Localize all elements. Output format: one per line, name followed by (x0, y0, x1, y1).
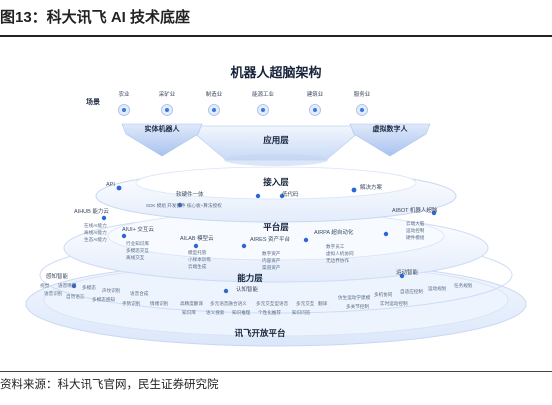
cognition-name: 认知智能 (236, 287, 259, 293)
application-layer-label: 应用层 (263, 135, 289, 145)
platform-aires-item: 渠道资产 (262, 265, 281, 270)
perception-item: 自然语言 (66, 294, 85, 299)
platform-aibot-item: 云端大脑 (406, 221, 425, 226)
figure-source: 资料来源：科大讯飞官网，民生证券研究院 (0, 379, 219, 391)
platform-ailab-name: AILAB 模型云 (180, 236, 214, 242)
platform-aihub-item: 在线AI能力 (84, 223, 107, 228)
perception-item: 语音合成 (130, 291, 149, 296)
cognition-item: 高精度翻译 (180, 301, 203, 306)
perception-item: 多模态感知 (92, 297, 115, 302)
platform-aibot-item: 硬件模组 (406, 235, 425, 240)
platform-layer-label: 平台层 (263, 222, 289, 232)
platform-airpa-item: 无边界协作 (326, 258, 349, 263)
capability-layer-label: 能力层 (237, 273, 263, 283)
motion-item: 仿生运动学建模 (338, 295, 371, 300)
perception-item: 语音识别 (44, 291, 63, 296)
top-divider (0, 35, 552, 37)
access-low-code: 低代码 (282, 192, 299, 198)
access-hw-sw: 软硬件一体 (176, 192, 204, 198)
cognition-item: 语义搜索 (206, 310, 225, 315)
platform-aiui-item: 行业知识库 (126, 241, 149, 246)
motion-item: 多关节控制 (346, 304, 369, 309)
motion-item: 自适应控制 (400, 289, 423, 294)
motion-item: 多机协同 (374, 292, 393, 297)
virtual-human-arrow (349, 123, 431, 157)
cognition-item: 个性化推荐 (258, 310, 281, 315)
motion-item: 任务规划 (454, 283, 473, 288)
figure-title: 图13：科大讯飞 AI 技术底座 (0, 9, 191, 26)
scene-manufacturing: 制造业 (205, 92, 223, 98)
scene-label: 场景 (86, 99, 100, 106)
platform-airpa-item: 数字员工 (326, 244, 345, 249)
scene-agriculture: 农业 (118, 92, 130, 98)
platform-airpa-item: 虚拟人机协同 (326, 251, 354, 256)
physical-robot-arrow (121, 123, 203, 157)
motion-item: 运动规划 (428, 286, 447, 291)
motion-item: 实时运动控制 (380, 301, 408, 306)
bottom-divider (0, 371, 552, 372)
diagram-title: 机器人超脑架构 (230, 65, 322, 80)
scene-energy: 能源工业 (251, 92, 275, 98)
platform-ailab-item: 云端生成 (188, 264, 207, 269)
access-sdk-row: SDK 模组 开发套件 核心板+算法授权 (146, 203, 222, 208)
platform-aires-item: 内容资产 (262, 258, 281, 263)
platform-aires-name: AIRES 资产平台 (250, 237, 291, 243)
perception-item: 多模态 (82, 285, 96, 290)
cognition-item: 多元交互型语音 (256, 301, 289, 306)
perception-item: 声纹识别 (102, 288, 121, 293)
platform-aihub-name: AIHUB 能力云 (74, 209, 109, 215)
platform-aihub-item: 生态AI能力 (84, 237, 107, 242)
platform-aibot-item: 运动控制 (406, 228, 425, 233)
platform-ailab-item: 小样本训练 (188, 257, 211, 262)
perception-item: 情绪识别 (150, 301, 169, 306)
cognition-item: 多元交互 (296, 301, 315, 306)
scene-service: 服务业 (353, 92, 371, 98)
platform-aibot-name: AIBOT 机器人超脑 (392, 208, 438, 214)
perception-item: 语音唤醒 (58, 283, 77, 288)
physical-robot-label: 实体机器人 (144, 126, 180, 133)
open-platform-label: 讯飞开放平台 (234, 328, 286, 338)
access-solution: 解决方案 (360, 185, 383, 191)
access-api: API (106, 182, 115, 188)
scene-construction: 建筑业 (306, 92, 324, 98)
perception-item: 手势识别 (122, 301, 141, 306)
cognition-item: 知识推理 (232, 310, 251, 315)
access-layer-label: 接入层 (263, 177, 289, 187)
cognition-item: 知识问答 (292, 310, 311, 315)
platform-aihub-item: 离线AI能力 (84, 230, 107, 235)
platform-aires-item: 数字资产 (262, 251, 281, 256)
access-inner-ring (135, 166, 417, 200)
platform-aiui-name: AIUI+ 交互云 (122, 227, 154, 233)
platform-aiui-item: 离线交互 (126, 255, 145, 260)
cognition-item: 多元语音融合语义 (210, 301, 247, 306)
ring-dots (71, 185, 437, 294)
cognition-item: 翻译 (318, 301, 328, 306)
scene-mining: 采矿业 (158, 92, 176, 98)
perception-item: 视觉 (40, 283, 50, 288)
platform-aiui-item: 多模态交互 (126, 248, 149, 253)
cognition-item: 知识库 (182, 310, 196, 315)
motion-name: 运动智能 (396, 270, 419, 276)
platform-airpa-name: AIRPA 超自动化 (314, 230, 354, 236)
perception-name: 感知智能 (46, 274, 69, 280)
platform-ailab-item: 模型托管 (188, 250, 207, 255)
virtual-human-label: 虚拟数字人 (372, 126, 408, 133)
